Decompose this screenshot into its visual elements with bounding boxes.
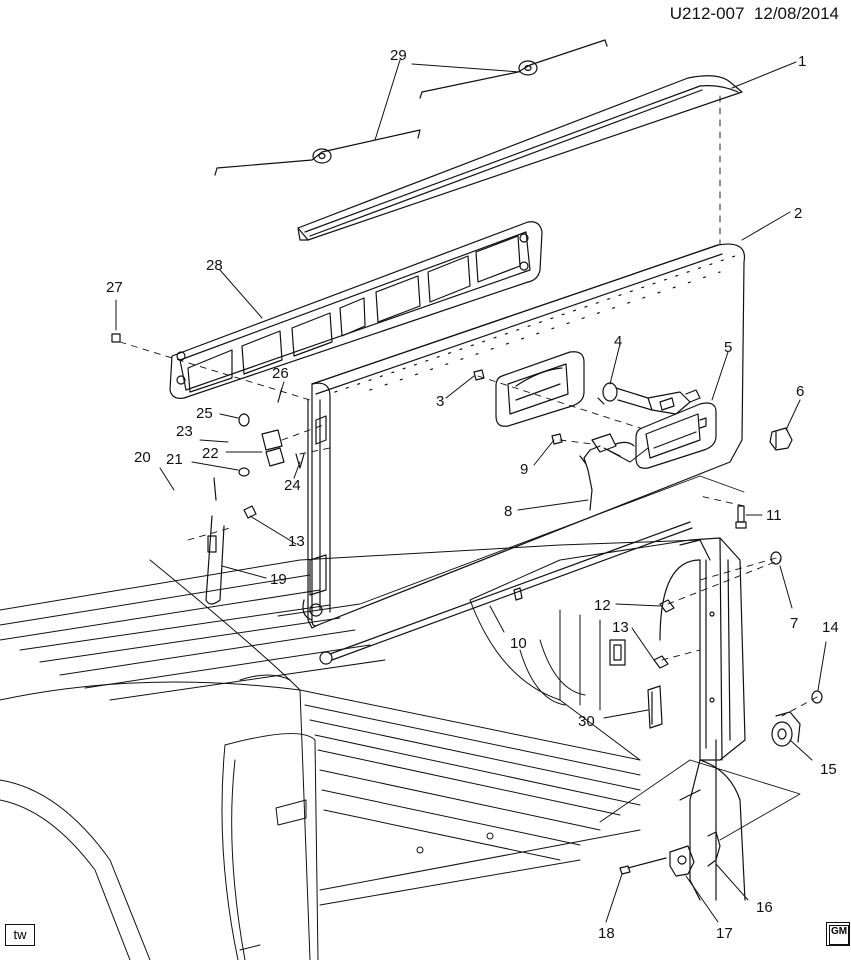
truck-bed (0, 539, 701, 960)
right-tailgate-pillar (609, 537, 746, 901)
lower-hinge-parts (619, 831, 721, 877)
diagram-code: U212-007 (669, 4, 745, 23)
gm-logo: GM (826, 922, 850, 946)
callout-26: 26 (272, 365, 289, 382)
callout-19: 19 (270, 571, 287, 588)
tailgate-support-rods (214, 39, 608, 176)
callout-7: 7 (790, 615, 798, 632)
callout-21: 21 (166, 451, 183, 468)
callout-20: 20 (134, 449, 151, 466)
tailgate-bumper (769, 427, 793, 451)
section-lines (277, 475, 801, 841)
callout-3: 3 (436, 393, 444, 410)
tailgate-shell (302, 243, 746, 629)
callout-15: 15 (820, 761, 837, 778)
callout-16: 16 (756, 899, 773, 916)
callout-10: 10 (510, 635, 527, 652)
diagram-header: U212-007 12/08/2014 (670, 4, 839, 24)
callout-18: 18 (598, 925, 615, 942)
callout-17: 17 (716, 925, 733, 942)
callout-1: 1 (798, 53, 806, 70)
callout-22: 22 (202, 445, 219, 462)
callout-14: 14 (822, 619, 839, 636)
callout-23: 23 (176, 423, 193, 440)
tailgate-cap (297, 75, 743, 241)
tw-badge: tw (5, 924, 35, 946)
callout-labels: 1 2 3 4 5 6 7 8 9 10 11 12 13 13 14 15 1… (106, 47, 839, 942)
callout-30: 30 (578, 713, 595, 730)
hinge-bolt (735, 505, 747, 529)
callout-24: 24 (284, 477, 301, 494)
callout-6: 6 (796, 383, 804, 400)
callout-11: 11 (766, 507, 782, 524)
callout-5: 5 (724, 339, 732, 356)
gm-logo-text: GM (829, 925, 849, 945)
callout-13a: 13 (288, 533, 305, 550)
leader-lines (115, 59, 827, 923)
hinge-cup (771, 711, 801, 747)
alignment-lines (119, 95, 818, 717)
callout-12: 12 (594, 597, 611, 614)
callout-25: 25 (196, 405, 213, 422)
wiring-harness (579, 433, 635, 511)
tailgate-inner-panel (169, 221, 543, 399)
callout-29: 29 (390, 47, 407, 64)
callout-27: 27 (106, 279, 123, 296)
callout-28: 28 (206, 257, 223, 274)
diagram-date: 12/08/2014 (753, 4, 839, 23)
handle-opening (495, 351, 585, 427)
callout-2: 2 (794, 205, 802, 222)
callout-9: 9 (520, 461, 528, 478)
callout-8: 8 (504, 503, 512, 520)
torsion-rod (319, 521, 693, 665)
tailgate-handle-bezel (635, 402, 717, 469)
callout-13b: 13 (612, 619, 629, 636)
callout-4: 4 (614, 333, 622, 350)
left-linkage (205, 387, 305, 605)
striker-block (647, 685, 663, 729)
lock-actuator (597, 382, 701, 415)
